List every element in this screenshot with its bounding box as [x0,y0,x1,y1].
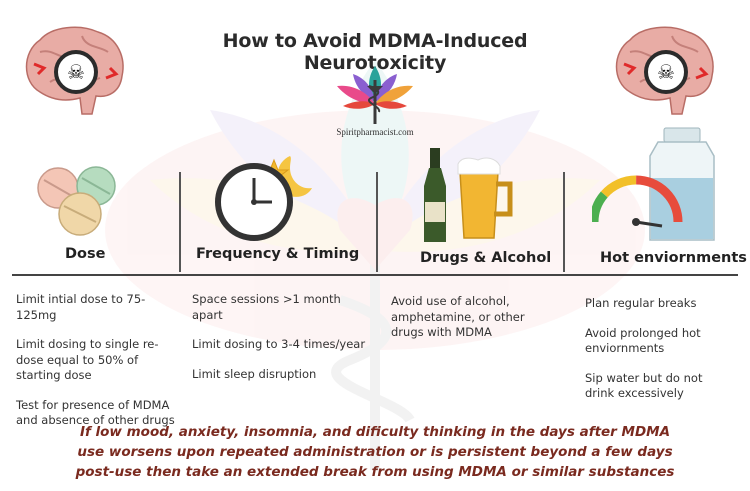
footer-warning: If low mood, anxiety, insomnia, and difi… [40,422,710,482]
list-item: Avoid prolonged hot enviornments [585,325,701,356]
heading-drugs-alcohol: Drugs & Alcohol [420,250,552,266]
list-item: Avoid use of alcohol, amphetamine, or ot… [391,294,525,339]
hot-env-list: Plan regular breaks Avoid prolonged hot … [585,296,725,416]
bottle-beer-icon [424,148,513,242]
footer-line: post-use then take an extended break fro… [75,464,675,480]
brain-skull-icon-left: ☠ [25,26,124,115]
column-divider-1 [179,172,181,272]
header-rule [12,274,738,276]
heading-frequency-timing: Frequency & Timing [196,246,360,262]
pills-icon [37,166,116,236]
gauge-water-bottle-icon [592,127,715,241]
frequency-list: Space sessions >1 month apart Limit dosi… [192,292,372,396]
drugs-list: Avoid use of alcohol, amphetamine, or ot… [391,294,551,355]
page-title: How to Avoid MDMA-Induced Neurotoxicity [222,30,528,74]
site-url: Spiritpharmacist.com [336,127,414,137]
heading-hot-environments: Hot enviornments [600,250,747,266]
column-divider-2 [376,172,378,272]
list-item: Space sessions >1 month apart [192,292,341,322]
lotus-caduceus-logo [337,66,413,124]
heading-dose: Dose [65,246,106,262]
list-item: Limit dosing to single re-dose equal to … [16,337,159,382]
dose-list: Limit intial dose to 75-125mg Limit dosi… [16,292,181,443]
list-item: Test for presence of MDMA and absence of… [16,397,175,428]
list-item: Sip water but do not drink excessively [585,370,703,401]
list-item: Limit intial dose to 75-125mg [16,292,146,322]
list-item: Limit sleep disruption [192,366,317,381]
list-item: Limit dosing to 3-4 times/year [192,337,366,351]
footer-line: If low mood, anxiety, insomnia, and difi… [79,424,671,440]
column-divider-3 [563,172,565,272]
footer-line: use worsens upon repeated administration… [77,444,673,460]
brain-skull-icon-right: ☠ [615,26,714,115]
svg-text:☠: ☠ [657,60,675,84]
svg-text:☠: ☠ [67,60,85,84]
list-item: Plan regular breaks [585,296,697,310]
clock-moon-icon [215,156,312,241]
